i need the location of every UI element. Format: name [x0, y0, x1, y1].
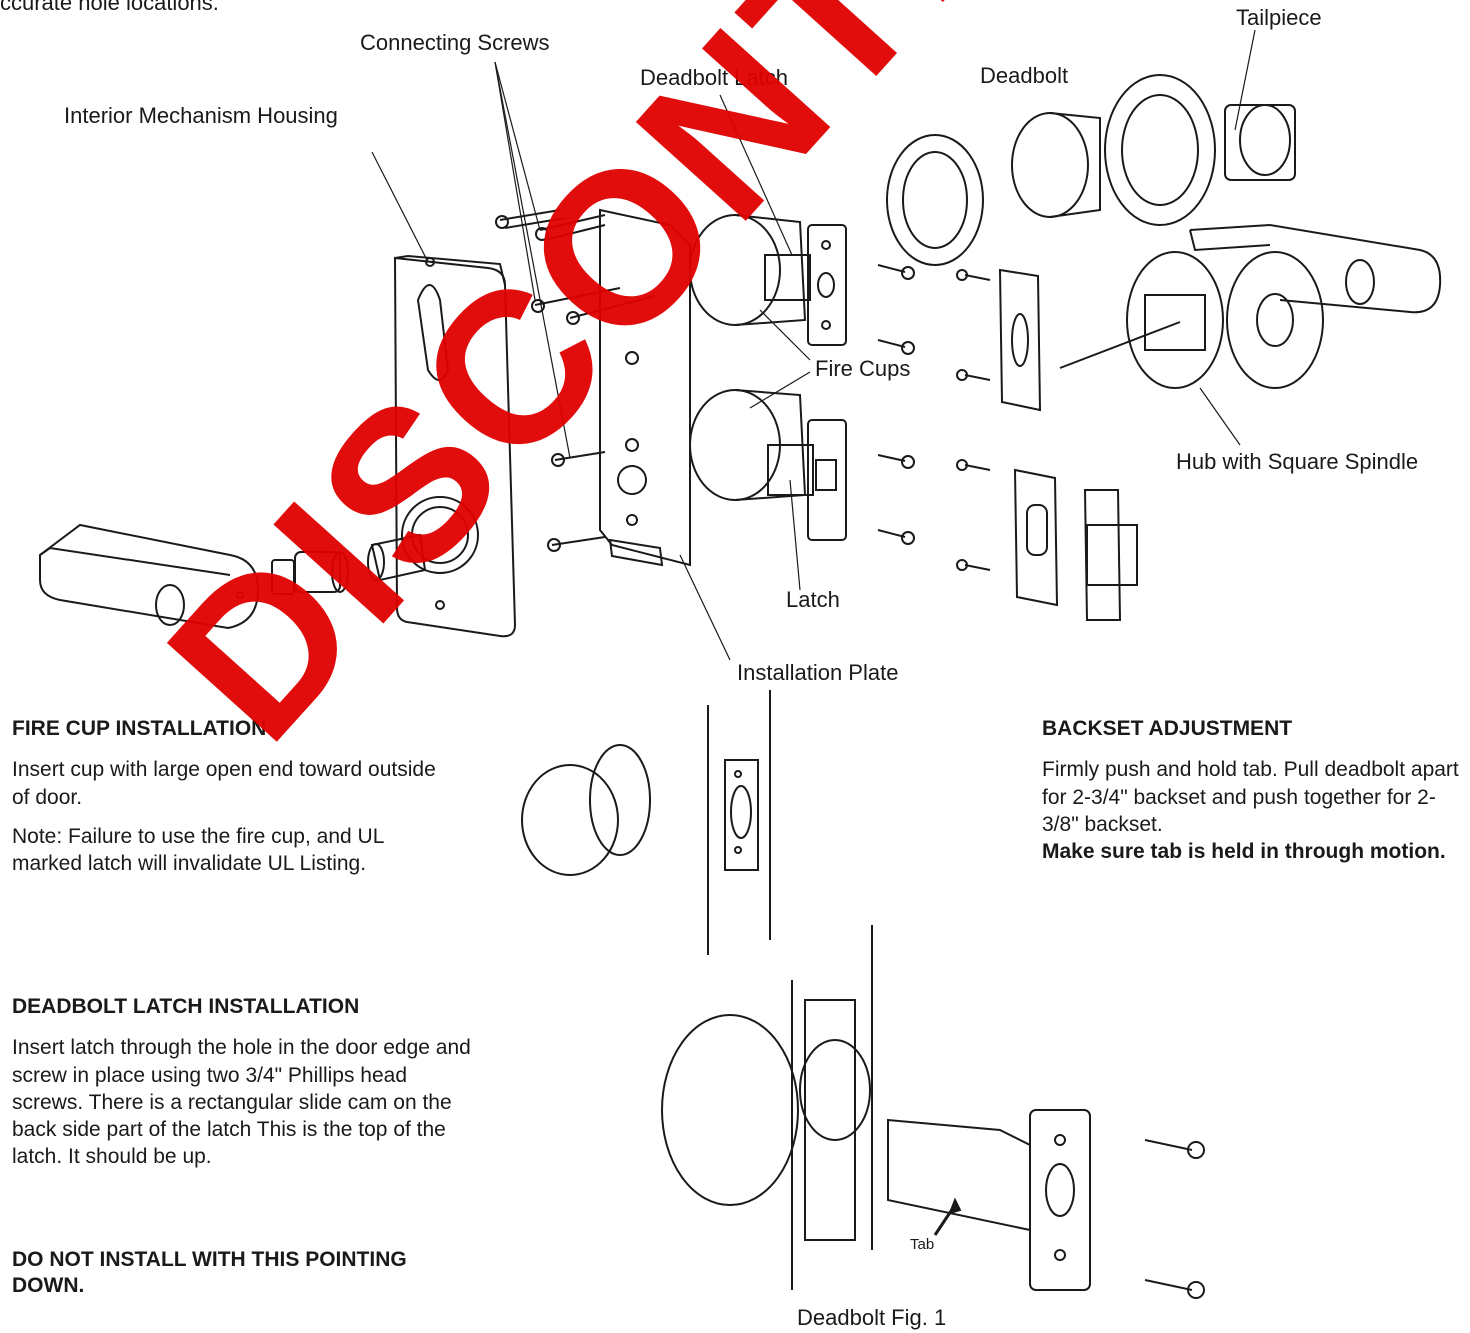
- label-fire-cups: Fire Cups: [815, 356, 911, 381]
- hub-and-lever: [1059, 223, 1442, 389]
- leader-lines: [371, 29, 1256, 661]
- label-hub: Hub with Square Spindle: [1176, 449, 1419, 474]
- fire-cup-heading: FIRE CUP INSTALLATION: [12, 717, 267, 740]
- deadbolt-latch-part: [764, 224, 847, 346]
- label-deadbolt: Deadbolt: [980, 63, 1069, 88]
- label-deadbolt-latch: Deadbolt Latch: [640, 65, 788, 90]
- connecting-screws: [495, 209, 656, 552]
- door-edge-figure: [521, 690, 873, 1290]
- label-tailpiece: Tailpiece: [1236, 5, 1322, 30]
- deadbolt-latch-warning: DO NOT INSTALL WITH THIS POINTING DOWN.: [12, 1248, 407, 1298]
- backset-section: BACKSET ADJUSTMENT Firmly push and hold …: [1042, 715, 1467, 865]
- top-fragment: ccurate hole locations.: [0, 0, 219, 15]
- fire-cups: [689, 214, 807, 501]
- label-installation-plate: Installation Plate: [737, 660, 899, 685]
- fire-cup-p2: Note: Failure to use the fire cup, and U…: [12, 824, 384, 876]
- installation-plate: [599, 208, 691, 567]
- label-connecting-screws: Connecting Screws: [360, 30, 550, 55]
- label-interior-housing: Interior Mechanism Housing: [64, 103, 338, 128]
- latch-part: [767, 419, 847, 541]
- interior-housing: [393, 254, 517, 638]
- label-fig: Deadbolt Fig. 1: [797, 1305, 947, 1330]
- fire-cup-p1: Insert cup with large open end toward ou…: [12, 758, 436, 809]
- backset-heading: BACKSET ADJUSTMENT: [1042, 717, 1293, 740]
- backset-bold: Make sure tab is held in through motion.: [1042, 840, 1446, 864]
- deadbolt-assembly: [886, 74, 1296, 266]
- deadbolt-latch-section: DEADBOLT LATCH INSTALLATION Insert latch…: [12, 993, 472, 1183]
- mounting-screws: [877, 264, 991, 571]
- label-tab: Tab: [910, 1236, 935, 1253]
- backset-p1: Firmly push and hold tab. Pull deadbolt …: [1042, 758, 1459, 836]
- deadbolt-fig1: [887, 1109, 1205, 1299]
- deadbolt-latch-heading: DEADBOLT LATCH INSTALLATION: [12, 995, 360, 1018]
- deadbolt-latch-p1: Insert latch through the hole in the doo…: [12, 1036, 471, 1169]
- lever-handle-left: [39, 523, 260, 630]
- strike-plates: [998, 268, 1138, 621]
- label-latch: Latch: [786, 587, 840, 612]
- fire-cup-section: FIRE CUP INSTALLATION Insert cup with la…: [12, 715, 452, 889]
